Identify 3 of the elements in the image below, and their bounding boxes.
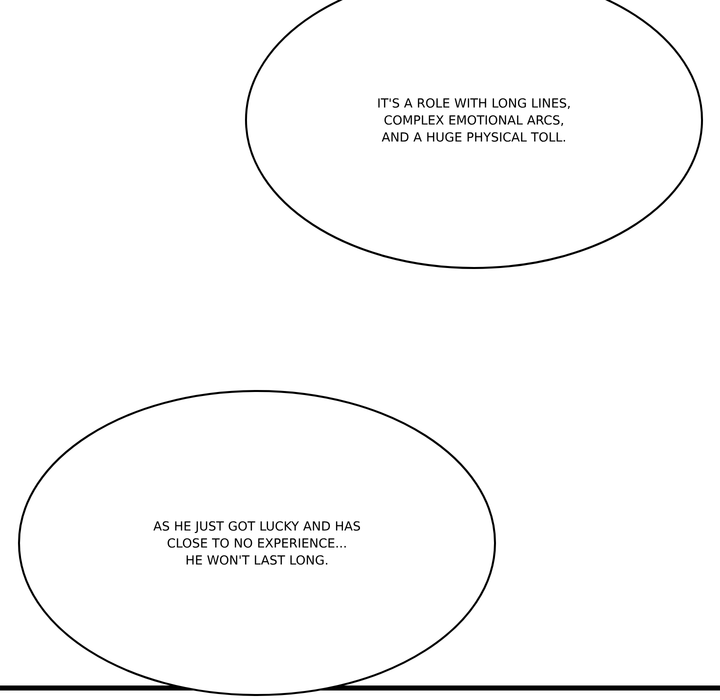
speech-bubble: IT'S A ROLE WITH LONG LINES, COMPLEX EMOTIONAL ARCS, AND A HUGE PHYSICAL TOLL.: [245, 0, 703, 269]
node-label: AS HE JUST GOT LUCKY AND HAS CLOSE TO NO EXPERIENCE... HE WON'T LAST LONG.: [153, 521, 360, 565]
speech-bubble: AS HE JUST GOT LUCKY AND HAS CLOSE TO NO EXPERIENCE... HE WON'T LAST LONG.: [18, 390, 496, 696]
